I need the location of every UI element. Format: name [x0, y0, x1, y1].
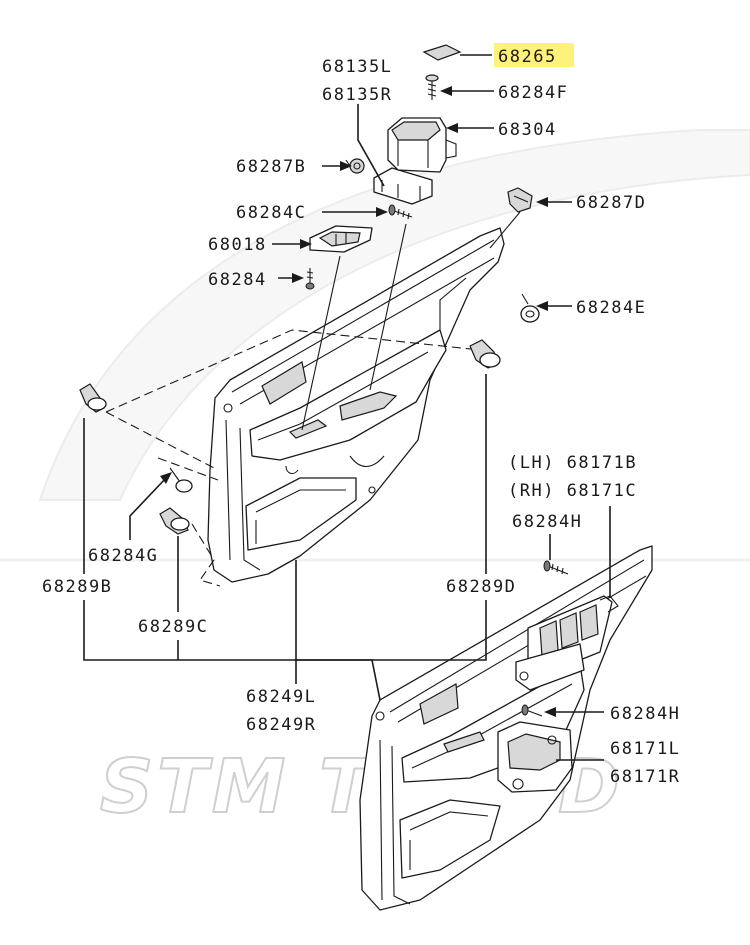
- clip-reference-lines: [105, 329, 481, 587]
- label-68304: 68304: [498, 120, 557, 140]
- window-switch-68171: [515, 595, 619, 691]
- label-68284G: 68284G: [88, 546, 158, 566]
- part-labels: 68265 68135L 68135R 68284F 68304 68287B …: [42, 43, 680, 787]
- label-68135R: 68135R: [322, 85, 392, 105]
- screw-68284F: [425, 74, 439, 100]
- label-68171L: 68171L: [610, 739, 680, 759]
- clip-68289C: [159, 507, 190, 535]
- label-68287D: 68287D: [576, 193, 646, 213]
- pocket-cap-68265: [422, 44, 462, 61]
- door-trim-panel-68249: [207, 227, 505, 583]
- label-68265: 68265: [498, 47, 557, 67]
- screw-68284H-lower: [521, 704, 543, 717]
- clip-68289D: [469, 339, 501, 369]
- switch-bezel-68171L: [497, 721, 573, 793]
- label-68284H-lower: 68284H: [610, 704, 680, 724]
- screw-68284C: [388, 204, 413, 220]
- label-68135L: 68135L: [322, 57, 392, 77]
- screw-68284E: [520, 293, 540, 323]
- clip-68287D: [507, 187, 533, 213]
- label-68284H-upper: 68284H: [512, 512, 582, 532]
- pocket-bracket-68135: [373, 167, 433, 205]
- screw-68284: [305, 268, 315, 290]
- label-68018: 68018: [208, 235, 267, 255]
- label-68171C: (RH) 68171C: [508, 481, 637, 501]
- label-68249L: 68249L: [246, 687, 316, 707]
- label-68284C: 68284C: [236, 203, 306, 223]
- label-68171R: 68171R: [610, 767, 680, 787]
- label-68284F: 68284F: [498, 83, 568, 103]
- pocket-housing-68304: [387, 117, 457, 173]
- switch-panel-68018: [309, 225, 373, 253]
- label-68289D: 68289D: [446, 577, 516, 597]
- label-68171B: (LH) 68171B: [508, 453, 637, 473]
- screw-68284G: [169, 467, 193, 493]
- label-68289B: 68289B: [42, 577, 112, 597]
- clip-68289B: [79, 383, 107, 413]
- label-68289C: 68289C: [138, 617, 208, 637]
- label-68249R: 68249R: [246, 715, 316, 735]
- highlight-box: [494, 43, 574, 67]
- screw-68284H-upper: [543, 560, 569, 575]
- label-68284E: 68284E: [576, 298, 646, 318]
- label-68284: 68284: [208, 270, 267, 290]
- leader-lines: [83, 54, 611, 761]
- label-68287B: 68287B: [236, 157, 306, 177]
